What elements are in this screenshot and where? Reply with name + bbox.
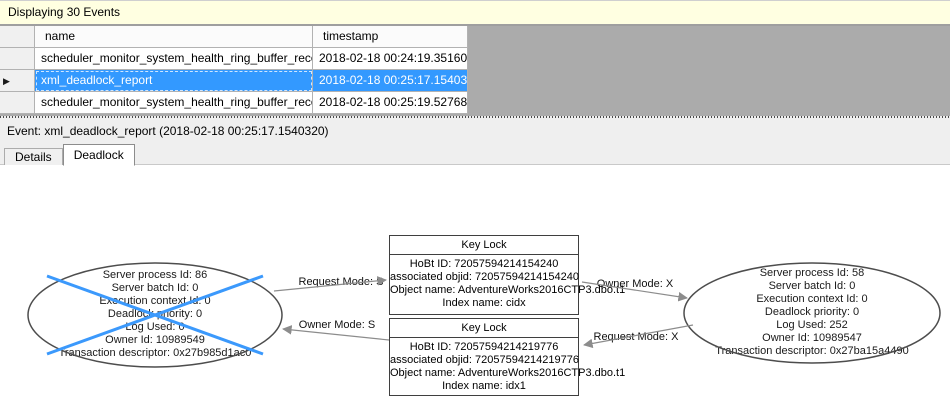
table-row-name[interactable]: scheduler_monitor_system_health_ring_buf… xyxy=(35,92,313,114)
row-header-selected[interactable]: ▶ xyxy=(0,70,35,92)
process-node[interactable]: Server process Id: 58 Server batch Id: 0… xyxy=(687,267,937,358)
process-attr: Log Used: 0 xyxy=(125,321,185,333)
process-attr: Owner Id: 10989547 xyxy=(762,332,862,344)
resource-attr: Index name: idx1 xyxy=(442,380,526,392)
resource-node-keylock-top[interactable]: Key Lock HoBt ID: 72057594214154240 asso… xyxy=(389,235,626,315)
process-attr: Execution context Id: 0 xyxy=(99,295,211,307)
process-attr: Transaction descriptor: 0x27b985d1ac0 xyxy=(58,347,252,359)
resource-attr: HoBt ID: 72057594214154240 xyxy=(409,258,559,270)
events-count-bar: Displaying 30 Events xyxy=(0,0,950,26)
edge-label-request-x: Request Mode: X xyxy=(593,331,679,343)
tab-details[interactable]: Details xyxy=(4,148,63,165)
column-header-name[interactable]: name xyxy=(35,26,313,48)
process-attr: Log Used: 252 xyxy=(776,319,848,331)
row-header[interactable] xyxy=(0,92,35,114)
process-attr: Server batch Id: 0 xyxy=(111,282,199,294)
table-row-name[interactable]: scheduler_monitor_system_health_ring_buf… xyxy=(35,48,313,70)
table-row-name-selected[interactable]: xml_deadlock_report xyxy=(35,70,313,92)
grid-row-filler xyxy=(468,48,950,70)
horizontal-splitter[interactable] xyxy=(0,116,950,121)
edge-label-owner-s: Owner Mode: S xyxy=(298,319,376,331)
table-row-timestamp-selected[interactable]: 2018-02-18 00:25:17.1540320 xyxy=(313,70,468,92)
resource-attr: associated objid: 72057594214154240 xyxy=(390,271,579,283)
column-header-timestamp[interactable]: timestamp xyxy=(313,26,468,48)
resource-attr: associated objid: 72057594214219776 xyxy=(390,354,579,366)
tab-deadlock[interactable]: Deadlock xyxy=(62,144,135,166)
grid-header-filler xyxy=(468,26,950,48)
process-attr: Owner Id: 10989549 xyxy=(105,334,205,346)
table-row-timestamp[interactable]: 2018-02-18 00:25:19.5276859 xyxy=(313,92,468,114)
process-attr: Server process Id: 86 xyxy=(102,269,208,281)
resource-attr: HoBt ID: 72057594214219776 xyxy=(409,341,559,353)
edge-label-owner-x: Owner Mode: X xyxy=(596,278,674,290)
resource-title: Key Lock xyxy=(390,236,578,255)
edge-label-request-s: Request Mode: S xyxy=(298,276,384,288)
process-attr: Server batch Id: 0 xyxy=(768,280,856,292)
table-row-timestamp[interactable]: 2018-02-18 00:24:19.3516078 xyxy=(313,48,468,70)
process-attr: Server process Id: 58 xyxy=(759,267,865,279)
row-header[interactable] xyxy=(0,48,35,70)
event-caption: Event: xml_deadlock_report (2018-02-18 0… xyxy=(0,121,950,141)
process-attr: Transaction descriptor: 0x27ba15a4490 xyxy=(715,345,909,357)
process-attr: Execution context Id: 0 xyxy=(756,293,868,305)
resource-attr: Index name: cidx xyxy=(442,297,526,309)
process-node-victim[interactable]: Server process Id: 86 Server batch Id: 0… xyxy=(30,269,280,360)
resource-node-keylock-bottom[interactable]: Key Lock HoBt ID: 72057594214219776 asso… xyxy=(389,318,626,396)
deadlock-graph-panel: Server process Id: 86 Server batch Id: 0… xyxy=(0,165,950,400)
resource-title: Key Lock xyxy=(390,319,578,338)
process-attr: Deadlock priority: 0 xyxy=(107,308,203,320)
process-attr: Deadlock priority: 0 xyxy=(764,306,860,318)
resource-attr: Object name: AdventureWorks2016CTP3.dbo.… xyxy=(390,367,626,379)
grid-corner-header xyxy=(0,26,35,48)
events-grid: name timestamp scheduler_monitor_system_… xyxy=(0,26,950,116)
grid-row-filler xyxy=(468,70,950,92)
resource-attr: Object name: AdventureWorks2016CTP3.dbo.… xyxy=(390,284,626,296)
grid-row-filler xyxy=(468,92,950,114)
current-row-arrow-icon: ▶ xyxy=(3,76,10,86)
